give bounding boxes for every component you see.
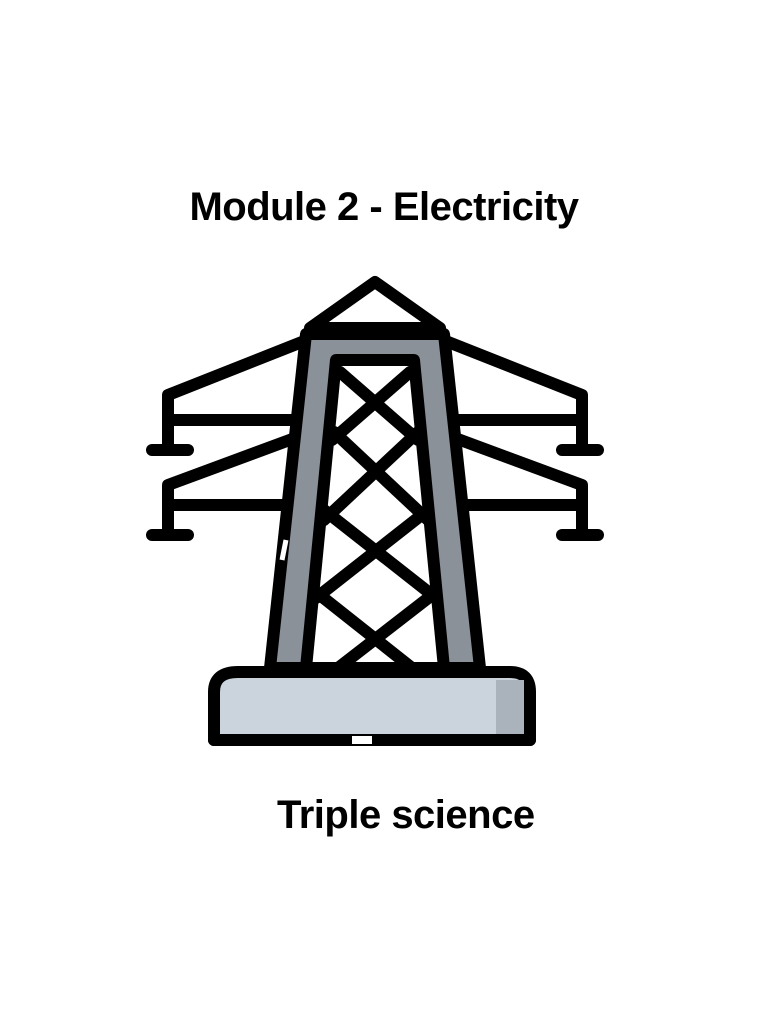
subtitle: Triple science xyxy=(277,793,535,837)
electricity-pylon-icon xyxy=(146,276,604,746)
page-title: Module 2 - Electricity xyxy=(189,185,579,229)
